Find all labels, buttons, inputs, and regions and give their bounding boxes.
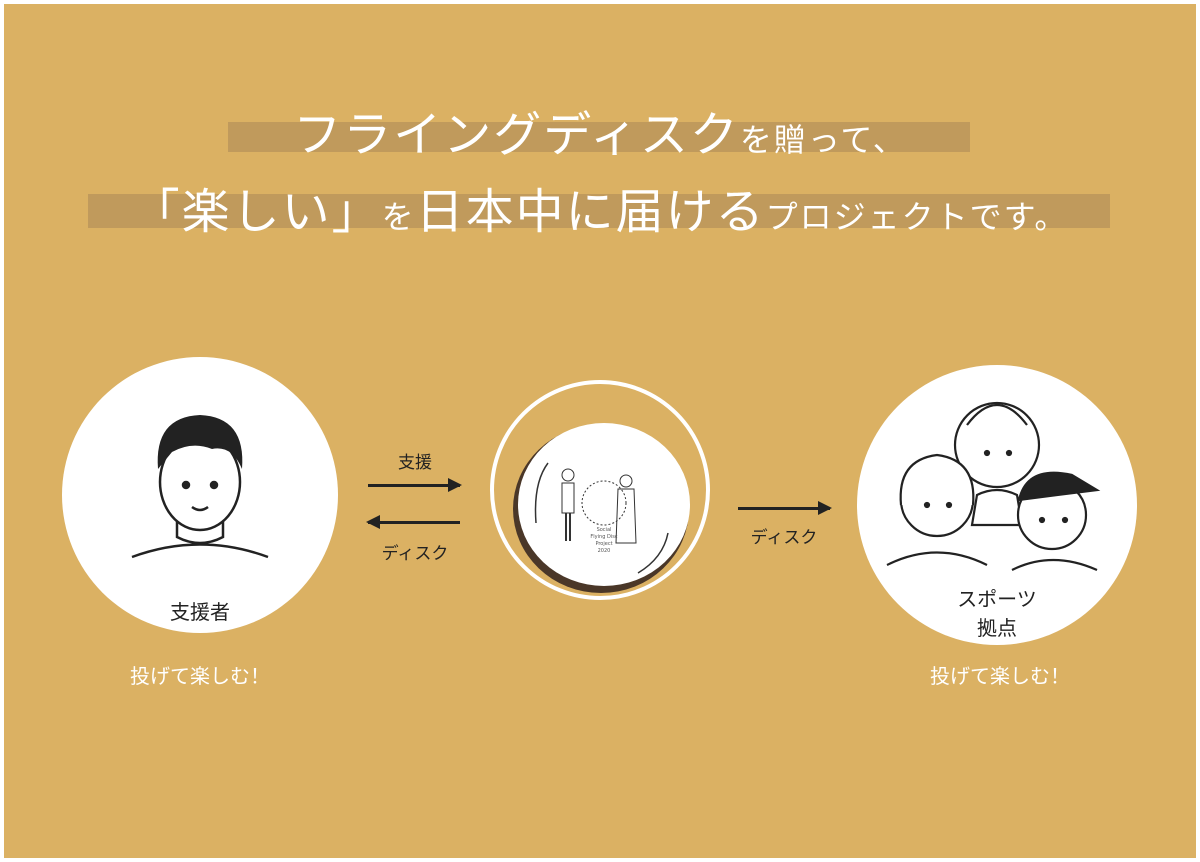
sports-base-label: 拠点 xyxy=(977,616,1017,640)
disc-illustration: Social Flying Disc Project 2020 xyxy=(534,462,669,574)
disc-logo-text: Project xyxy=(595,541,612,547)
arrow-right-icon xyxy=(738,501,832,515)
disc-logo-text: 2020 xyxy=(598,548,611,554)
headline-text: を贈って、 xyxy=(739,121,907,159)
headline-text: 「楽しい」 xyxy=(131,184,382,240)
arrow-right-icon xyxy=(368,478,462,492)
sports-base-caption: 投げて楽しむ！ xyxy=(930,664,1070,688)
headline-line-2: 「楽しい」を日本中に届けるプロジェクトです。 xyxy=(0,172,1200,242)
supporter-illustration xyxy=(131,415,269,559)
headline-highlight-2 xyxy=(88,194,1110,228)
disc-outer-ring xyxy=(490,380,710,600)
arrow-left-icon xyxy=(366,515,460,529)
headline-text: を xyxy=(381,198,416,236)
disc-back-label: ディスク xyxy=(381,544,449,564)
disc-logo-text: Flying Disc xyxy=(590,534,617,540)
disc-logo-text: Social xyxy=(597,527,612,533)
disc-face xyxy=(518,423,690,586)
supporter-label: 支援者 xyxy=(170,600,230,624)
disc-forward-label: ディスク xyxy=(750,528,818,548)
sports-base-label: スポーツ xyxy=(957,587,1037,611)
supporter-caption: 投げて楽しむ！ xyxy=(130,664,270,688)
support-label: 支援 xyxy=(398,453,432,473)
headline-text: 日本中に届ける xyxy=(415,184,766,240)
headline-line-1: フライングディスクを贈って、 xyxy=(0,95,1200,165)
sports-base-illustration xyxy=(886,401,1101,572)
headline-text: プロジェクトです。 xyxy=(765,198,1069,236)
headline-text: フライングディスク xyxy=(293,107,740,163)
headline-highlight-1 xyxy=(228,122,970,152)
